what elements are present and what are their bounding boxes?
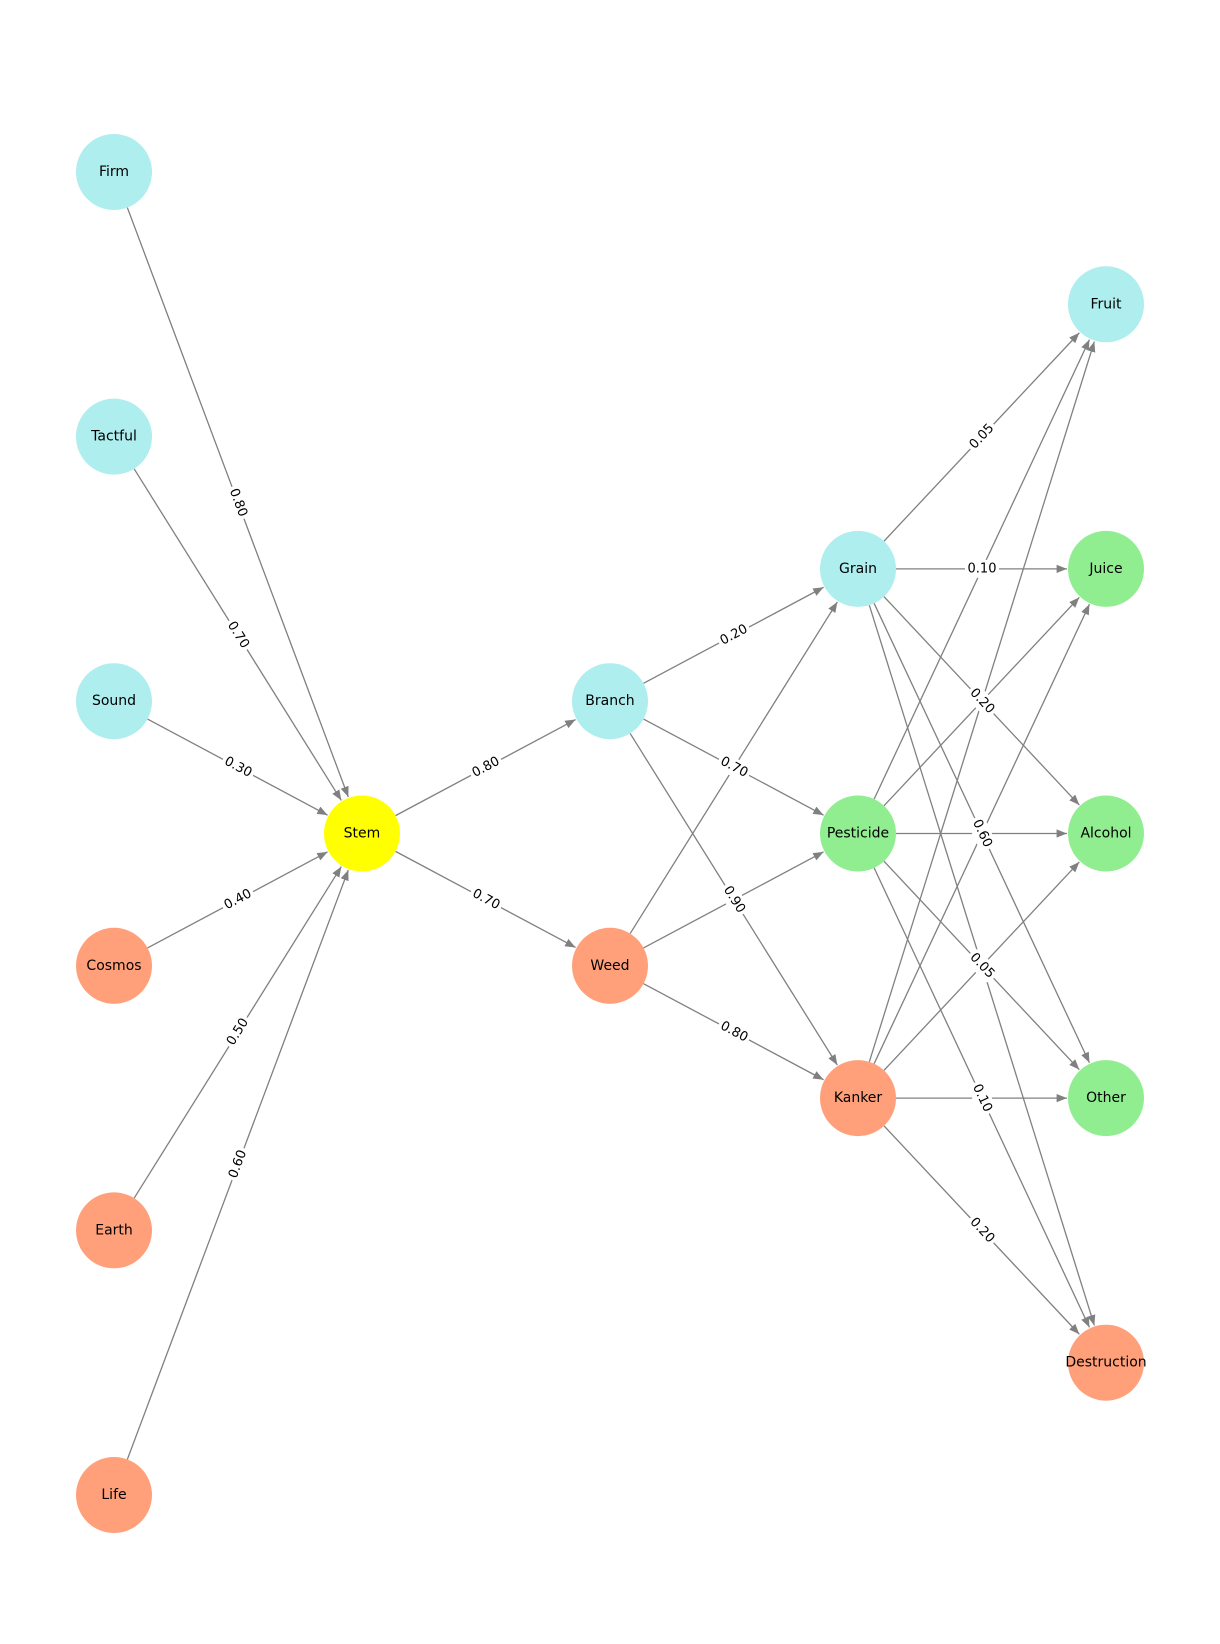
edge-label-stem-branch: 0.80 bbox=[468, 753, 504, 782]
edge-label-cosmos-stem: 0.40 bbox=[220, 885, 256, 914]
node-cosmos: Cosmos bbox=[76, 927, 152, 1004]
edge-label-sound-stem: 0.30 bbox=[220, 753, 256, 782]
edge-label-tactful-stem: 0.70 bbox=[223, 617, 253, 653]
node-label-kanker: Kanker bbox=[834, 1090, 883, 1106]
node-stem: Stem bbox=[324, 795, 400, 872]
node-circle-life bbox=[76, 1457, 152, 1533]
node-label-firm: Firm bbox=[99, 164, 129, 180]
edges-layer bbox=[126, 207, 1096, 1460]
node-circle-weed bbox=[572, 927, 648, 1004]
node-fruit: Fruit bbox=[1068, 266, 1144, 343]
node-circle-sound bbox=[76, 663, 152, 740]
edge-label-background bbox=[716, 1017, 752, 1047]
node-pesticide: Pesticide bbox=[820, 795, 896, 872]
edge-label-background bbox=[225, 485, 251, 521]
node-label-life: Life bbox=[101, 1487, 126, 1503]
node-label-grain: Grain bbox=[839, 561, 877, 577]
edge-label-background bbox=[223, 617, 253, 653]
edge-label-background bbox=[716, 753, 752, 782]
node-circle-pesticide bbox=[820, 795, 896, 872]
node-label-juice: Juice bbox=[1088, 561, 1122, 577]
node-circle-fruit bbox=[1068, 266, 1144, 343]
node-circle-stem bbox=[324, 795, 400, 872]
node-label-destruction: Destruction bbox=[1065, 1355, 1146, 1371]
node-label-stem: Stem bbox=[344, 826, 381, 842]
node-circle-juice bbox=[1068, 530, 1144, 607]
edge-weight-label: 0.10 bbox=[968, 561, 997, 576]
edge-label-branch-grain: 0.20 bbox=[716, 620, 752, 650]
node-other: Other bbox=[1068, 1060, 1144, 1137]
node-circle-other bbox=[1068, 1060, 1144, 1137]
edge-label-branch-pesticide: 0.70 bbox=[716, 753, 752, 782]
node-circle-kanker bbox=[820, 1060, 896, 1137]
node-label-weed: Weed bbox=[590, 958, 629, 974]
node-circle-earth bbox=[76, 1192, 152, 1269]
node-label-other: Other bbox=[1086, 1090, 1126, 1106]
node-branch: Branch bbox=[572, 663, 648, 740]
node-label-alcohol: Alcohol bbox=[1080, 826, 1131, 842]
edge-label-background bbox=[223, 1014, 253, 1050]
node-circle-alcohol bbox=[1068, 795, 1144, 872]
edge-label-branch-kanker: 0.90 bbox=[719, 882, 749, 917]
edge-label-firm-stem: 0.80 bbox=[225, 485, 251, 521]
edge-label-background bbox=[965, 420, 999, 454]
edge-label-background bbox=[468, 885, 504, 914]
node-label-fruit: Fruit bbox=[1090, 296, 1122, 312]
edge-label-background bbox=[968, 1080, 996, 1116]
node-label-earth: Earth bbox=[95, 1222, 133, 1238]
node-label-cosmos: Cosmos bbox=[86, 958, 141, 974]
edge-label-background bbox=[965, 949, 999, 983]
node-tactful: Tactful bbox=[76, 398, 152, 475]
node-circle-firm bbox=[76, 134, 152, 210]
edge-label-background bbox=[968, 815, 996, 852]
node-label-pesticide: Pesticide bbox=[827, 826, 889, 842]
edge-label-background bbox=[965, 1213, 999, 1247]
edge-label-background bbox=[965, 684, 999, 718]
node-juice: Juice bbox=[1068, 530, 1144, 607]
node-circle-tactful bbox=[76, 398, 152, 475]
edge-label-grain-juice: 0.10 bbox=[965, 559, 999, 578]
node-weed: Weed bbox=[572, 927, 648, 1004]
edge-label-life-stem: 0.60 bbox=[225, 1146, 251, 1182]
node-sound: Sound bbox=[76, 663, 152, 740]
node-grain: Grain bbox=[820, 530, 896, 607]
edge-label-background bbox=[965, 559, 999, 578]
edge-label-background bbox=[716, 620, 752, 650]
node-alcohol: Alcohol bbox=[1068, 795, 1144, 872]
node-label-branch: Branch bbox=[585, 693, 634, 709]
edge-label-background bbox=[225, 1146, 251, 1182]
node-label-sound: Sound bbox=[92, 693, 136, 709]
node-life: Life bbox=[76, 1457, 152, 1533]
node-label-tactful: Tactful bbox=[90, 429, 137, 445]
node-circle-cosmos bbox=[76, 927, 152, 1004]
node-firm: Firm bbox=[76, 134, 152, 210]
edge-label-background bbox=[719, 882, 749, 917]
node-destruction: Destruction bbox=[1065, 1324, 1147, 1401]
node-circle-branch bbox=[572, 663, 648, 740]
edge-label-earth-stem: 0.50 bbox=[223, 1014, 253, 1050]
edge-label-stem-weed: 0.70 bbox=[468, 885, 504, 914]
node-earth: Earth bbox=[76, 1192, 152, 1269]
edge-label-background bbox=[220, 885, 256, 914]
node-circle-destruction bbox=[1068, 1324, 1144, 1401]
edge-label-background bbox=[468, 753, 504, 782]
edge-label-weed-kanker: 0.80 bbox=[716, 1017, 752, 1047]
node-circle-grain bbox=[820, 530, 896, 607]
edge-label-background bbox=[220, 753, 256, 782]
node-kanker: Kanker bbox=[820, 1060, 896, 1137]
